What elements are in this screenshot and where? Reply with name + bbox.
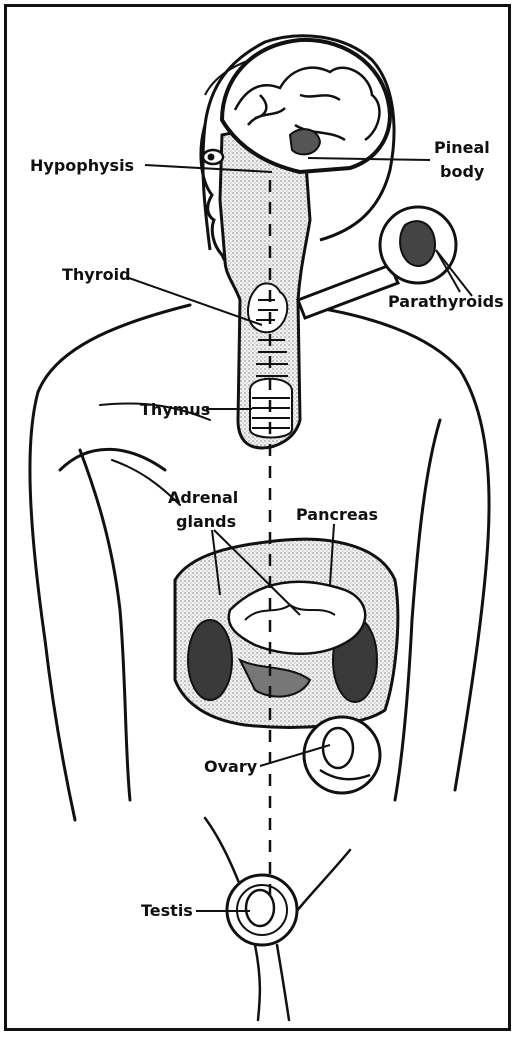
ovary-inset: [304, 717, 380, 793]
eye: [203, 150, 223, 164]
label-thymus: Thymus: [140, 400, 210, 419]
label-pineal-line2: body: [440, 162, 485, 181]
label-pineal-line1: Pineal: [434, 138, 490, 157]
label-hypophysis: Hypophysis: [30, 156, 134, 175]
label-adrenal-line2: glands: [176, 512, 236, 531]
label-thyroid: Thyroid: [62, 265, 131, 284]
label-parathyroids: Parathyroids: [388, 292, 504, 311]
label-pancreas: Pancreas: [296, 505, 378, 524]
abdominal-organs: [175, 539, 398, 727]
label-adrenal-line1: Adrenal: [168, 488, 238, 507]
label-ovary: Ovary: [204, 757, 258, 776]
label-testis: Testis: [141, 901, 193, 920]
